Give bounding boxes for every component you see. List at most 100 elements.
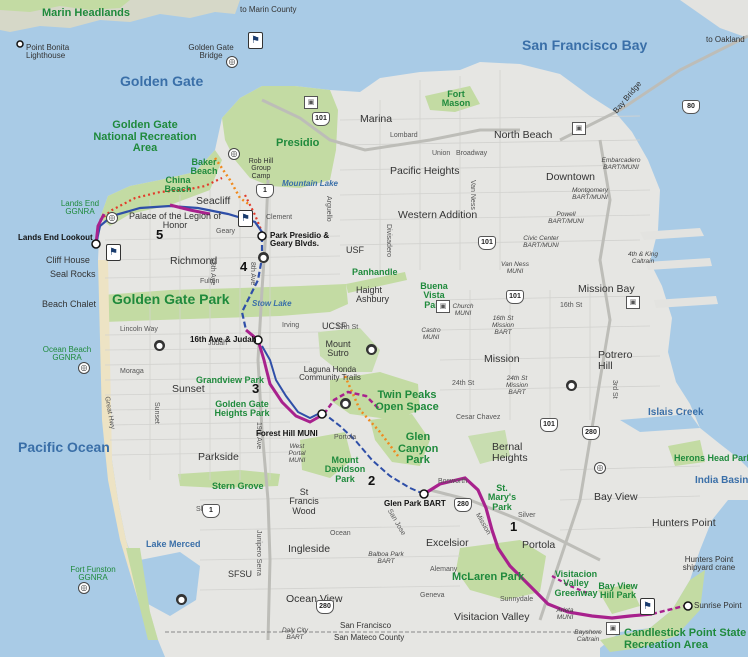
stop-marker-sunrise-point[interactable] <box>683 601 693 611</box>
laguna-honda-label: Laguna Honda Community Trails <box>299 365 361 383</box>
mountain-lake-label: Mountain Lake <box>282 179 339 188</box>
segment-4-number: 4 <box>240 259 248 274</box>
route-purple-1-end <box>651 604 685 616</box>
segment-2-number: 2 <box>368 473 376 488</box>
street-lombard: Lombard <box>390 132 418 139</box>
vista-icon-4[interactable]: ◎ <box>78 362 90 374</box>
restroom-icon-5[interactable]: ● <box>176 594 187 605</box>
stop-marker-16th-judah[interactable] <box>253 335 263 345</box>
rob-hill-label: Rob Hill Group Camp <box>248 158 274 180</box>
street-van-ness: Van Ness <box>469 180 476 210</box>
baker-beach-label: Baker Beach <box>190 157 218 177</box>
embarcadero-label: Embarcadero BART/MUNI <box>601 157 641 171</box>
gg-bridge-label: Golden Gate Bridge <box>188 43 234 61</box>
india-basin-label: India Basin <box>695 475 748 486</box>
stop-park-presidio: Park Presidio & Geary Blvds. <box>270 231 330 249</box>
bike-route-sign-icon-4: ⚑ <box>640 598 655 615</box>
north-beach-label: North Beach <box>494 129 553 141</box>
street-clement: Clement <box>266 214 293 221</box>
restroom-icon-4[interactable]: ● <box>340 398 351 409</box>
golden-gate-park-area <box>102 284 348 322</box>
street-3rd: 3rd St <box>611 380 618 399</box>
st-marys-label: St. Mary's Park <box>487 483 517 512</box>
islais-creek-label: Islais Creek <box>648 407 704 418</box>
street-judah: Judah <box>208 340 228 347</box>
hwy-80-shield: 80 <box>682 100 700 114</box>
restroom-icon-3[interactable]: ● <box>366 344 377 355</box>
mount-davidson-area <box>300 432 352 478</box>
stow-lake-label: Stow Lake <box>252 299 292 308</box>
marker-point-bonita[interactable] <box>16 40 24 48</box>
usf-label: USF <box>346 245 364 255</box>
marin-park <box>0 0 130 12</box>
seal-rocks-label: Seal Rocks <box>50 269 96 279</box>
lands-end-park <box>100 150 222 226</box>
candlestick-area <box>600 570 705 652</box>
stop-marker-park-presidio[interactable] <box>257 231 267 241</box>
street-geneva: Geneva <box>420 592 445 599</box>
cliff-house-label: Cliff House <box>46 255 90 265</box>
street-ocean: Ocean <box>330 530 351 537</box>
route-orange-dots-2 <box>343 375 399 457</box>
segment-5-number: 5 <box>156 227 164 242</box>
panhandle-area <box>346 272 407 293</box>
hwy-1-shield: 1 <box>256 184 274 198</box>
ocean-beach-label: Ocean Beach GGNRA <box>42 345 92 363</box>
sf-land <box>98 62 748 657</box>
panhandle-label: Panhandle <box>352 267 398 277</box>
hunters-point-crane-label: Hunters Point shipyard crane <box>682 555 736 573</box>
mount-sutro-label: Mount Sutro <box>325 339 351 359</box>
marina-label: Marina <box>360 113 393 125</box>
mission-16th-label: 16th St Mission BART <box>491 315 515 336</box>
route-blue-2 <box>261 345 323 420</box>
glen-canyon-area <box>370 414 430 466</box>
pacific-heights-label: Pacific Heights <box>390 165 460 177</box>
stop-marker-glen-park[interactable] <box>419 489 429 499</box>
street-moraga: Moraga <box>120 368 144 375</box>
hwy-101-shield: 101 <box>312 112 330 126</box>
street-irving: Irving <box>282 322 300 329</box>
street-lincoln: Lincoln Way <box>120 326 158 333</box>
caltrain-4th-label: 4th & King Caltrain <box>628 251 658 265</box>
restroom-icon-6[interactable]: ● <box>566 380 577 391</box>
marin-headlands-label: Marin Headlands <box>42 7 131 19</box>
sunrise-point-label: Sunrise Point <box>694 601 742 610</box>
church-label: Church MUNI <box>452 303 474 317</box>
restroom-icon-2[interactable]: ● <box>258 252 269 263</box>
mission-24th-label: 24th St Mission BART <box>505 375 529 396</box>
highways <box>256 34 748 641</box>
vista-icon-3[interactable]: ◎ <box>106 212 118 224</box>
transit-icon-5: ▣ <box>436 300 450 313</box>
ingleside-label: Ingleside <box>288 543 331 555</box>
presidio-park <box>222 86 338 188</box>
street-junipero: Junipero Serra <box>255 530 262 576</box>
ucsf-label: UCSF <box>322 321 347 331</box>
route-purple-5 <box>94 213 106 245</box>
castro-label: Castro MUNI <box>421 327 441 341</box>
street-geary: Geary <box>216 228 236 235</box>
street-union: Union <box>432 150 451 157</box>
vista-icon[interactable]: ◎ <box>226 56 238 68</box>
street-17th: 17th St <box>336 324 359 331</box>
stop-marker-forest-hill[interactable] <box>317 409 327 419</box>
hwy-101-shield-3: 101 <box>540 418 558 432</box>
bayshore-label: Bayshore Caltrain <box>574 629 602 643</box>
stop-marker-lands-end[interactable] <box>91 239 101 249</box>
point-bonita-label: Point Bonita Lighthouse <box>26 43 70 61</box>
mclaren-park-area <box>456 540 546 600</box>
vista-icon-5[interactable]: ◎ <box>78 582 90 594</box>
marin-land <box>0 0 240 32</box>
bike-route-sign-icon-3: ⚑ <box>106 244 121 261</box>
hwy-101-shield-2: 101 <box>478 236 496 250</box>
restroom-icon[interactable]: ● <box>154 340 165 351</box>
sunset-label: Sunset <box>172 383 205 395</box>
vista-icon-6[interactable]: ◎ <box>594 462 606 474</box>
arleta-label: Arleta MUNI <box>556 607 574 621</box>
route-purple-5b <box>169 203 211 216</box>
route-blue-dashed-2 <box>321 411 425 495</box>
lands-end-label: Lands End GGNRA <box>60 199 100 217</box>
street-cesar-chavez: Cesar Chavez <box>456 414 501 421</box>
piers <box>640 228 718 308</box>
vista-icon-2[interactable]: ◎ <box>228 148 240 160</box>
